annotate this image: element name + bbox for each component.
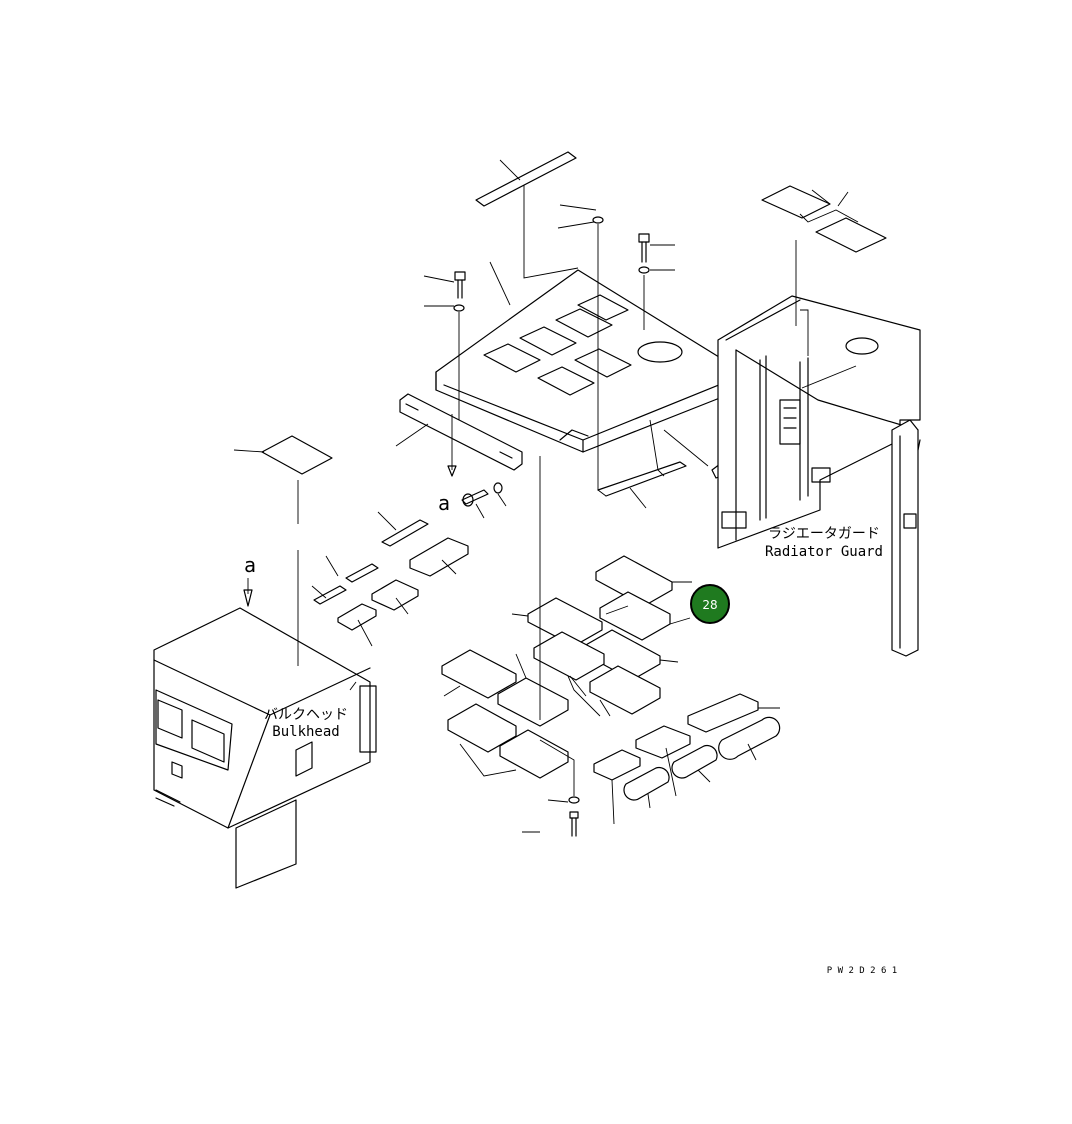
top-cover-plate [435, 261, 741, 453]
view-mark-a-center: a [438, 491, 450, 515]
callout-circle[interactable] [690, 584, 730, 624]
foam-blocks [593, 693, 781, 825]
cover-plates [441, 456, 692, 796]
radiator-guard [717, 240, 921, 657]
radiator-guard-label-jp: ラジエータガード [768, 526, 880, 542]
seal-strips [311, 511, 469, 647]
top-pad [475, 151, 579, 279]
guard-pads [761, 185, 887, 253]
front-trim-bar [395, 393, 523, 477]
drawing-code: P W 2 D 2 6 1 [827, 966, 897, 976]
view-mark-a-left: a [244, 553, 256, 577]
bulkhead-assembly [153, 480, 377, 889]
bulkhead-label-en: Bulkhead [272, 724, 339, 740]
bulkhead-label-jp: バルクヘッド [264, 707, 348, 723]
radiator-guard-label-en: Radiator Guard [765, 544, 883, 560]
callout-number[interactable]: 28 [702, 598, 717, 612]
callout-28[interactable]: 28 [690, 584, 730, 624]
bulkhead-pad [233, 435, 333, 475]
bolt-mid [461, 482, 507, 519]
bolt-bottom [522, 796, 580, 837]
